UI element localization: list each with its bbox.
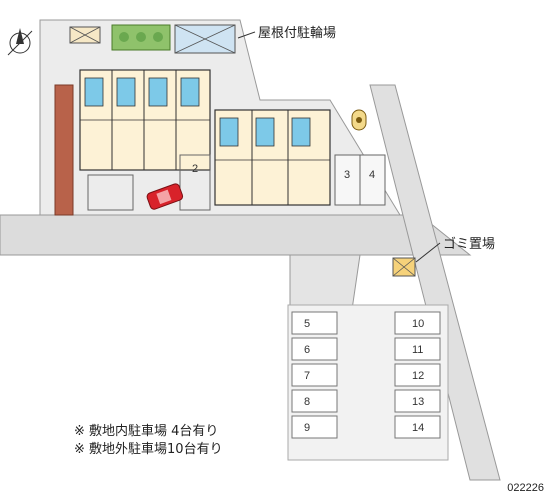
leader-line (237, 31, 256, 39)
garbage-label: ゴミ置場 (443, 236, 495, 252)
onsite-spot-2 (179, 154, 211, 211)
stall-label: 12 (412, 370, 424, 382)
car-icon (146, 183, 184, 210)
building-a (79, 69, 211, 171)
stall-label: 13 (412, 396, 424, 408)
stall-label: 10 (412, 318, 424, 330)
stall-label: 11 (412, 344, 423, 356)
building-b (214, 109, 331, 206)
map-code: 022226 (507, 482, 544, 494)
stall-label: 14 (412, 422, 424, 434)
stall-label: 5 (304, 318, 310, 330)
bicycle-parking-label: 屋根付駐輪場 (258, 25, 336, 41)
onsite-spot-4 (359, 154, 386, 206)
stall-label: 7 (304, 370, 310, 382)
spot-label: 2 (192, 163, 198, 175)
hydrant-icon (351, 109, 367, 131)
onsite-parking-note: ※ 敷地内駐車場 4台有り (74, 424, 219, 439)
brick-fence (54, 84, 74, 216)
spot-label: 4 (369, 169, 375, 181)
leader-line (415, 242, 441, 263)
offsite-parking-note: ※ 敷地外駐車場10台有り (74, 442, 223, 457)
offsite-left-stalls (291, 311, 338, 439)
north-arrow-icon (7, 28, 33, 56)
stall-label: 9 (304, 422, 310, 434)
spot-label: 3 (344, 169, 350, 181)
onsite-spot-3 (334, 154, 361, 206)
main-road (0, 214, 472, 256)
stall-label: 8 (304, 396, 310, 408)
offsite-right-stalls (394, 311, 441, 439)
stall-label: 6 (304, 344, 310, 356)
onsite-spot-1 (87, 174, 134, 211)
